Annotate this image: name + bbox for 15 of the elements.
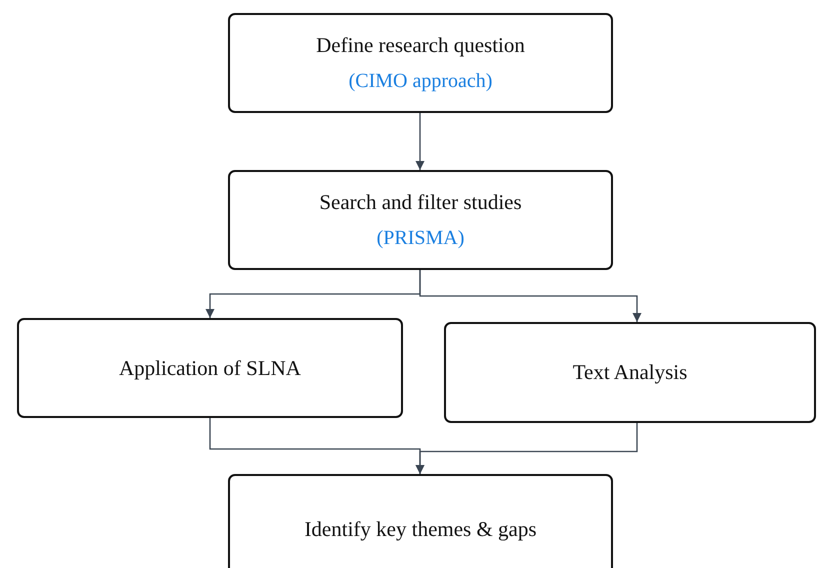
process-box [228,170,613,270]
step-title: Identify key themes & gaps [304,516,537,542]
arrow [419,270,642,322]
step-title: Application of SLNA [119,356,301,380]
step-title: Search and filter studies [319,190,522,215]
process-box [228,13,613,113]
method-note: (PRISMA) [376,227,464,250]
process-box [444,322,816,423]
step-title: Text Analysis [572,360,688,385]
arrow [416,113,424,170]
process-box [17,318,403,418]
step-title: Define research question [316,33,525,58]
process-box [228,474,613,568]
method-note: (CIMO approach) [348,70,492,93]
arrow [416,423,638,474]
